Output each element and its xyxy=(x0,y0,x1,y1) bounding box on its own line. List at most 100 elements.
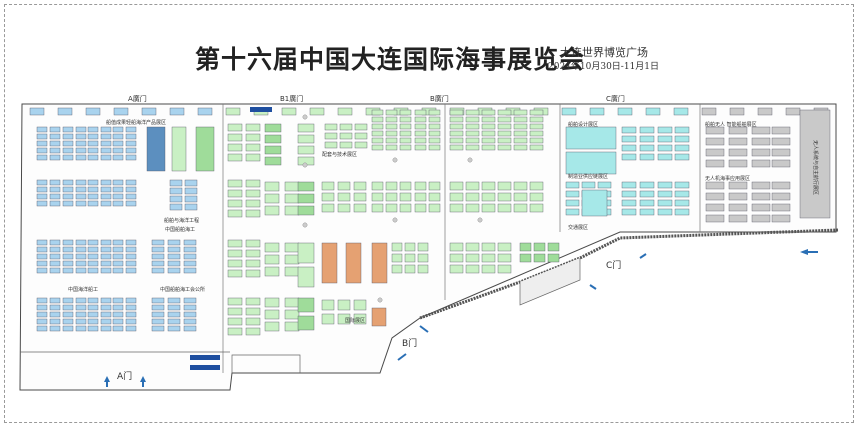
booth xyxy=(100,239,112,246)
booth xyxy=(337,107,353,116)
zone-label-a-right: 中国船舶海工 xyxy=(165,226,195,233)
booth xyxy=(657,126,673,134)
booth xyxy=(465,192,480,202)
booth xyxy=(529,130,544,137)
booth xyxy=(565,208,580,216)
booth xyxy=(321,192,335,202)
booth xyxy=(674,135,690,143)
booth xyxy=(339,141,353,149)
booth xyxy=(414,144,427,151)
booth xyxy=(728,126,748,135)
booth xyxy=(87,179,99,186)
booth xyxy=(151,325,165,332)
booth xyxy=(100,193,112,200)
booth xyxy=(87,311,99,318)
booth xyxy=(414,109,427,116)
column-marker xyxy=(467,157,473,163)
booth xyxy=(245,199,261,208)
booth xyxy=(399,192,412,202)
booth xyxy=(705,192,725,201)
booth xyxy=(371,181,384,191)
booth xyxy=(62,133,74,140)
booth xyxy=(62,239,74,246)
booth xyxy=(284,181,300,192)
booth xyxy=(414,130,427,137)
booth xyxy=(112,297,124,304)
booth xyxy=(428,137,441,144)
booth xyxy=(245,269,261,278)
booth xyxy=(324,132,338,140)
booth xyxy=(125,239,137,246)
booth xyxy=(75,267,87,274)
entrance-arrow-icon xyxy=(800,249,818,255)
booth xyxy=(36,133,48,140)
booth xyxy=(227,239,243,248)
booth xyxy=(49,260,61,267)
booth xyxy=(112,260,124,267)
booth xyxy=(264,145,282,155)
booth xyxy=(321,313,335,325)
booth xyxy=(751,126,771,135)
booth xyxy=(125,297,137,304)
booth xyxy=(705,159,725,168)
venue-name: 大连世界博览广场 xyxy=(560,46,648,59)
booth xyxy=(75,193,87,200)
booth xyxy=(497,116,512,123)
booth xyxy=(49,179,61,186)
booth xyxy=(621,144,637,152)
booth xyxy=(184,195,198,203)
booth xyxy=(100,186,112,193)
booth xyxy=(705,126,725,135)
booth xyxy=(264,156,282,166)
zone-label-d2: 无人机海事应用展区 xyxy=(705,175,750,182)
booth xyxy=(428,109,441,116)
booth xyxy=(639,135,655,143)
booth xyxy=(497,242,512,252)
booth xyxy=(771,159,791,168)
gate-a-south-label: A门 xyxy=(117,370,132,382)
booth xyxy=(49,140,61,147)
booth xyxy=(481,242,496,252)
zone-label-c2: 制造业供应链展区 xyxy=(568,173,608,180)
booth xyxy=(183,246,197,253)
booth xyxy=(49,154,61,161)
booth xyxy=(264,297,280,308)
booth xyxy=(565,181,580,189)
booth xyxy=(481,144,496,151)
booth xyxy=(227,259,243,268)
gate-c-east-label: C门 xyxy=(606,259,621,271)
booth xyxy=(284,254,300,265)
booth xyxy=(428,192,441,202)
booth xyxy=(167,318,181,325)
booth xyxy=(371,137,384,144)
booth xyxy=(125,140,137,147)
booth xyxy=(36,154,48,161)
booth xyxy=(385,203,398,213)
booth xyxy=(36,246,48,253)
exhibition-dates: 2024年10月30日-11月1日 xyxy=(548,62,660,72)
booth xyxy=(112,133,124,140)
booth xyxy=(751,192,771,201)
booth xyxy=(87,133,99,140)
booth xyxy=(324,141,338,149)
booth xyxy=(227,249,243,258)
booth xyxy=(657,208,673,216)
booth xyxy=(297,193,315,204)
booth xyxy=(62,267,74,274)
booth xyxy=(465,137,480,144)
booth xyxy=(674,153,690,161)
booth xyxy=(321,203,335,213)
parking-sign xyxy=(190,365,220,370)
booth xyxy=(705,203,725,212)
booth xyxy=(245,123,261,132)
booth xyxy=(75,297,87,304)
booth-large xyxy=(171,126,187,172)
booth xyxy=(399,137,412,144)
column-marker xyxy=(302,162,308,168)
column-marker xyxy=(302,222,308,228)
booth xyxy=(36,179,48,186)
booth xyxy=(465,130,480,137)
booth xyxy=(227,297,243,306)
booth xyxy=(264,266,280,277)
booth xyxy=(297,315,315,331)
